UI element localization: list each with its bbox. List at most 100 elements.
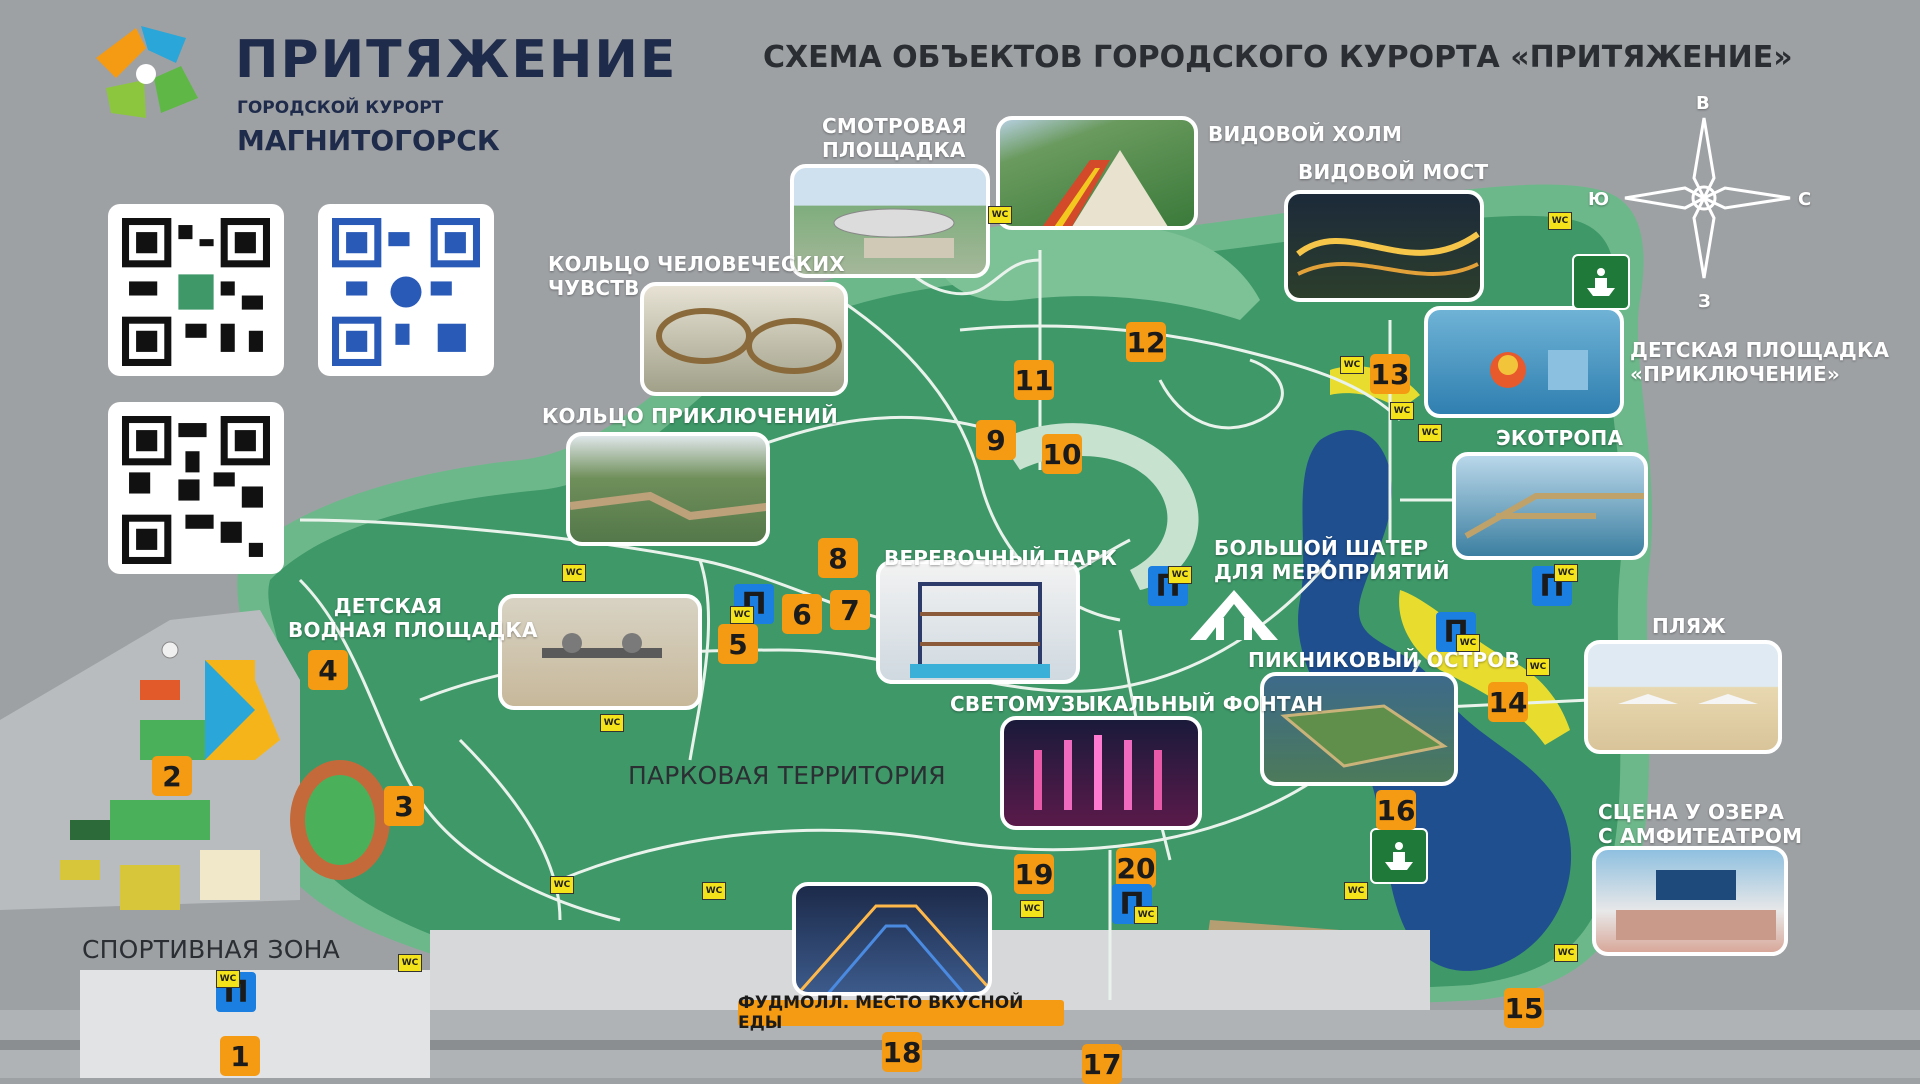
brand-name: ПРИТЯЖЕНИЕ: [235, 30, 678, 90]
compass-icon: [1624, 117, 1791, 279]
label-big-tent: БОЛЬШОЙ ШАТЕР ДЛЯ МЕРОПРИЯТИЙ: [1214, 536, 1450, 584]
wc-icon: WC: [216, 970, 240, 988]
parking-icon[interactable]: П: [1532, 566, 1572, 606]
wc-icon: WC: [1456, 634, 1480, 652]
photo-adventure-ring[interactable]: [566, 432, 770, 546]
wc-icon: WC: [988, 206, 1012, 224]
photo-senses-ring-art: [656, 308, 842, 374]
compass-north: В: [1696, 93, 1710, 114]
marker-16[interactable]: 16: [1376, 790, 1416, 830]
label-observation-deck: СМОТРОВАЯ ПЛОЩАДКА: [822, 114, 967, 162]
brand-subtitle: ГОРОДСКОЙ КУРОРТ: [237, 98, 444, 118]
photo-human-senses-ring[interactable]: [640, 282, 848, 396]
label-human-senses-ring: КОЛЬЦО ЧЕЛОВЕЧЕСКИХ ЧУВСТВ: [548, 252, 845, 300]
photo-observation-deck[interactable]: [790, 164, 990, 278]
marker-14[interactable]: 14: [1488, 682, 1528, 722]
photo-adventure-ring-art: [570, 491, 766, 521]
label-line: СМОТРОВАЯ: [822, 114, 967, 138]
photo-beach[interactable]: [1584, 640, 1782, 754]
photo-view-hill-art: [1042, 150, 1168, 226]
photo-kids-water-art: [542, 633, 662, 658]
label-kids-water: ДЕТСКАЯ ВОДНАЯ ПЛОЩАДКА: [288, 594, 538, 642]
label-kids-playground: ДЕТСКАЯ ПЛОЩАДКА «ПРИКЛЮЧЕНИЕ»: [1630, 338, 1889, 386]
photo-observation-deck-art: [833, 208, 955, 258]
marker-15[interactable]: 15: [1504, 988, 1544, 1028]
wc-icon: WC: [1340, 356, 1364, 374]
photo-kids-playground[interactable]: [1424, 306, 1624, 418]
marker-10[interactable]: 10: [1042, 434, 1082, 474]
marker-1[interactable]: 1: [220, 1036, 260, 1076]
wc-icon: WC: [550, 876, 574, 894]
marker-12[interactable]: 12: [1126, 322, 1166, 362]
label-sports-zone: СПОРТИВНАЯ ЗОНА: [82, 935, 340, 964]
qr-code-2[interactable]: [318, 204, 494, 376]
view-hill-area: [940, 220, 1260, 320]
qr-code-1[interactable]: [108, 204, 284, 376]
qr-code-pattern: [122, 416, 270, 564]
label-line: «ПРИКЛЮЧЕНИЕ»: [1630, 362, 1840, 386]
marker-6[interactable]: 6: [782, 594, 822, 634]
ship-glyph: [1587, 268, 1615, 296]
marker-3[interactable]: 3: [384, 786, 424, 826]
marker-19[interactable]: 19: [1014, 854, 1054, 894]
label-line: ВОДНАЯ ПЛОЩАДКА: [288, 618, 538, 642]
label-picnic-island: ПИКНИКОВЫЙ ОСТРОВ: [1248, 648, 1520, 672]
label-line: ДЕТСКАЯ ПЛОЩАДКА: [1630, 338, 1890, 362]
photo-fountain-art: [1034, 735, 1162, 810]
label-foodmall: ФУДМОЛЛ. МЕСТО ВКУСНОЙ ЕДЫ: [738, 993, 1064, 1033]
wc-icon: WC: [1390, 402, 1414, 420]
wc-icon: WC: [1344, 882, 1368, 900]
wc-icon: WC: [562, 564, 586, 582]
wc-icon: WC: [730, 606, 754, 624]
label-fountain: СВЕТОМУЗЫКАЛЬНЫЙ ФОНТАН: [950, 692, 1324, 716]
photo-kids-water[interactable]: [498, 594, 702, 710]
label-line: ПЛОЩАДКА: [822, 138, 966, 162]
label-line: СЦЕНА У ОЗЕРА: [1598, 800, 1785, 824]
photo-eco-trail-art: [1464, 493, 1644, 539]
marker-18[interactable]: 18: [882, 1032, 922, 1072]
marker-5[interactable]: 5: [718, 624, 758, 664]
photo-lake-stage[interactable]: [1592, 846, 1788, 956]
tent-icon: [1190, 590, 1278, 640]
marker-2[interactable]: 2: [152, 756, 192, 796]
wc-icon: WC: [1418, 424, 1442, 442]
photo-picnic-island[interactable]: [1260, 672, 1458, 786]
photo-lake-stage-art: [1616, 870, 1776, 940]
compass-west: Ю: [1588, 189, 1610, 210]
wc-icon: WC: [1554, 564, 1578, 582]
photo-beach-art: [1618, 694, 1758, 704]
wc-icon: WC: [600, 714, 624, 732]
photo-rope-park[interactable]: [876, 560, 1080, 684]
marker-4[interactable]: 4: [308, 650, 348, 690]
brand-city: МАГНИТОГОРСК: [237, 124, 500, 157]
photo-view-bridge[interactable]: [1284, 190, 1484, 302]
label-line: КОЛЬЦО ЧЕЛОВЕЧЕСКИХ: [548, 252, 845, 276]
marker-11[interactable]: 11: [1014, 360, 1054, 400]
ship-icon: [1370, 828, 1428, 884]
map-title: СХЕМА ОБЪЕКТОВ ГОРОДСКОГО КУРОРТА «ПРИТЯ…: [763, 40, 1793, 75]
marker-20[interactable]: 20: [1116, 848, 1156, 888]
photo-eco-trail[interactable]: [1452, 452, 1648, 560]
wc-icon: WC: [1168, 566, 1192, 584]
photo-view-hill[interactable]: [996, 116, 1198, 230]
photo-picnic-island-art: [1280, 704, 1448, 768]
marker-8[interactable]: 8: [818, 538, 858, 578]
photo-foodmall[interactable]: [792, 882, 992, 996]
compass-east: С: [1798, 189, 1812, 210]
label-lake-stage: СЦЕНА У ОЗЕРА С АМФИТЕАТРОМ: [1598, 800, 1803, 848]
wc-icon: WC: [702, 882, 726, 900]
compass-south: З: [1698, 291, 1711, 312]
terrace-arc: [1000, 423, 1199, 590]
photo-fountain[interactable]: [1000, 716, 1202, 830]
label-line: С АМФИТЕАТРОМ: [1598, 824, 1803, 848]
marker-9[interactable]: 9: [976, 420, 1016, 460]
marker-7[interactable]: 7: [830, 590, 870, 630]
marker-13[interactable]: 13: [1370, 354, 1410, 394]
ship-glyph: [1385, 842, 1413, 870]
qr-code-3[interactable]: [108, 402, 284, 574]
marker-17[interactable]: 17: [1082, 1044, 1122, 1084]
wc-icon: WC: [1554, 944, 1578, 962]
label-line: ДЕТСКАЯ: [333, 594, 443, 618]
photo-view-bridge-art: [1296, 231, 1480, 276]
